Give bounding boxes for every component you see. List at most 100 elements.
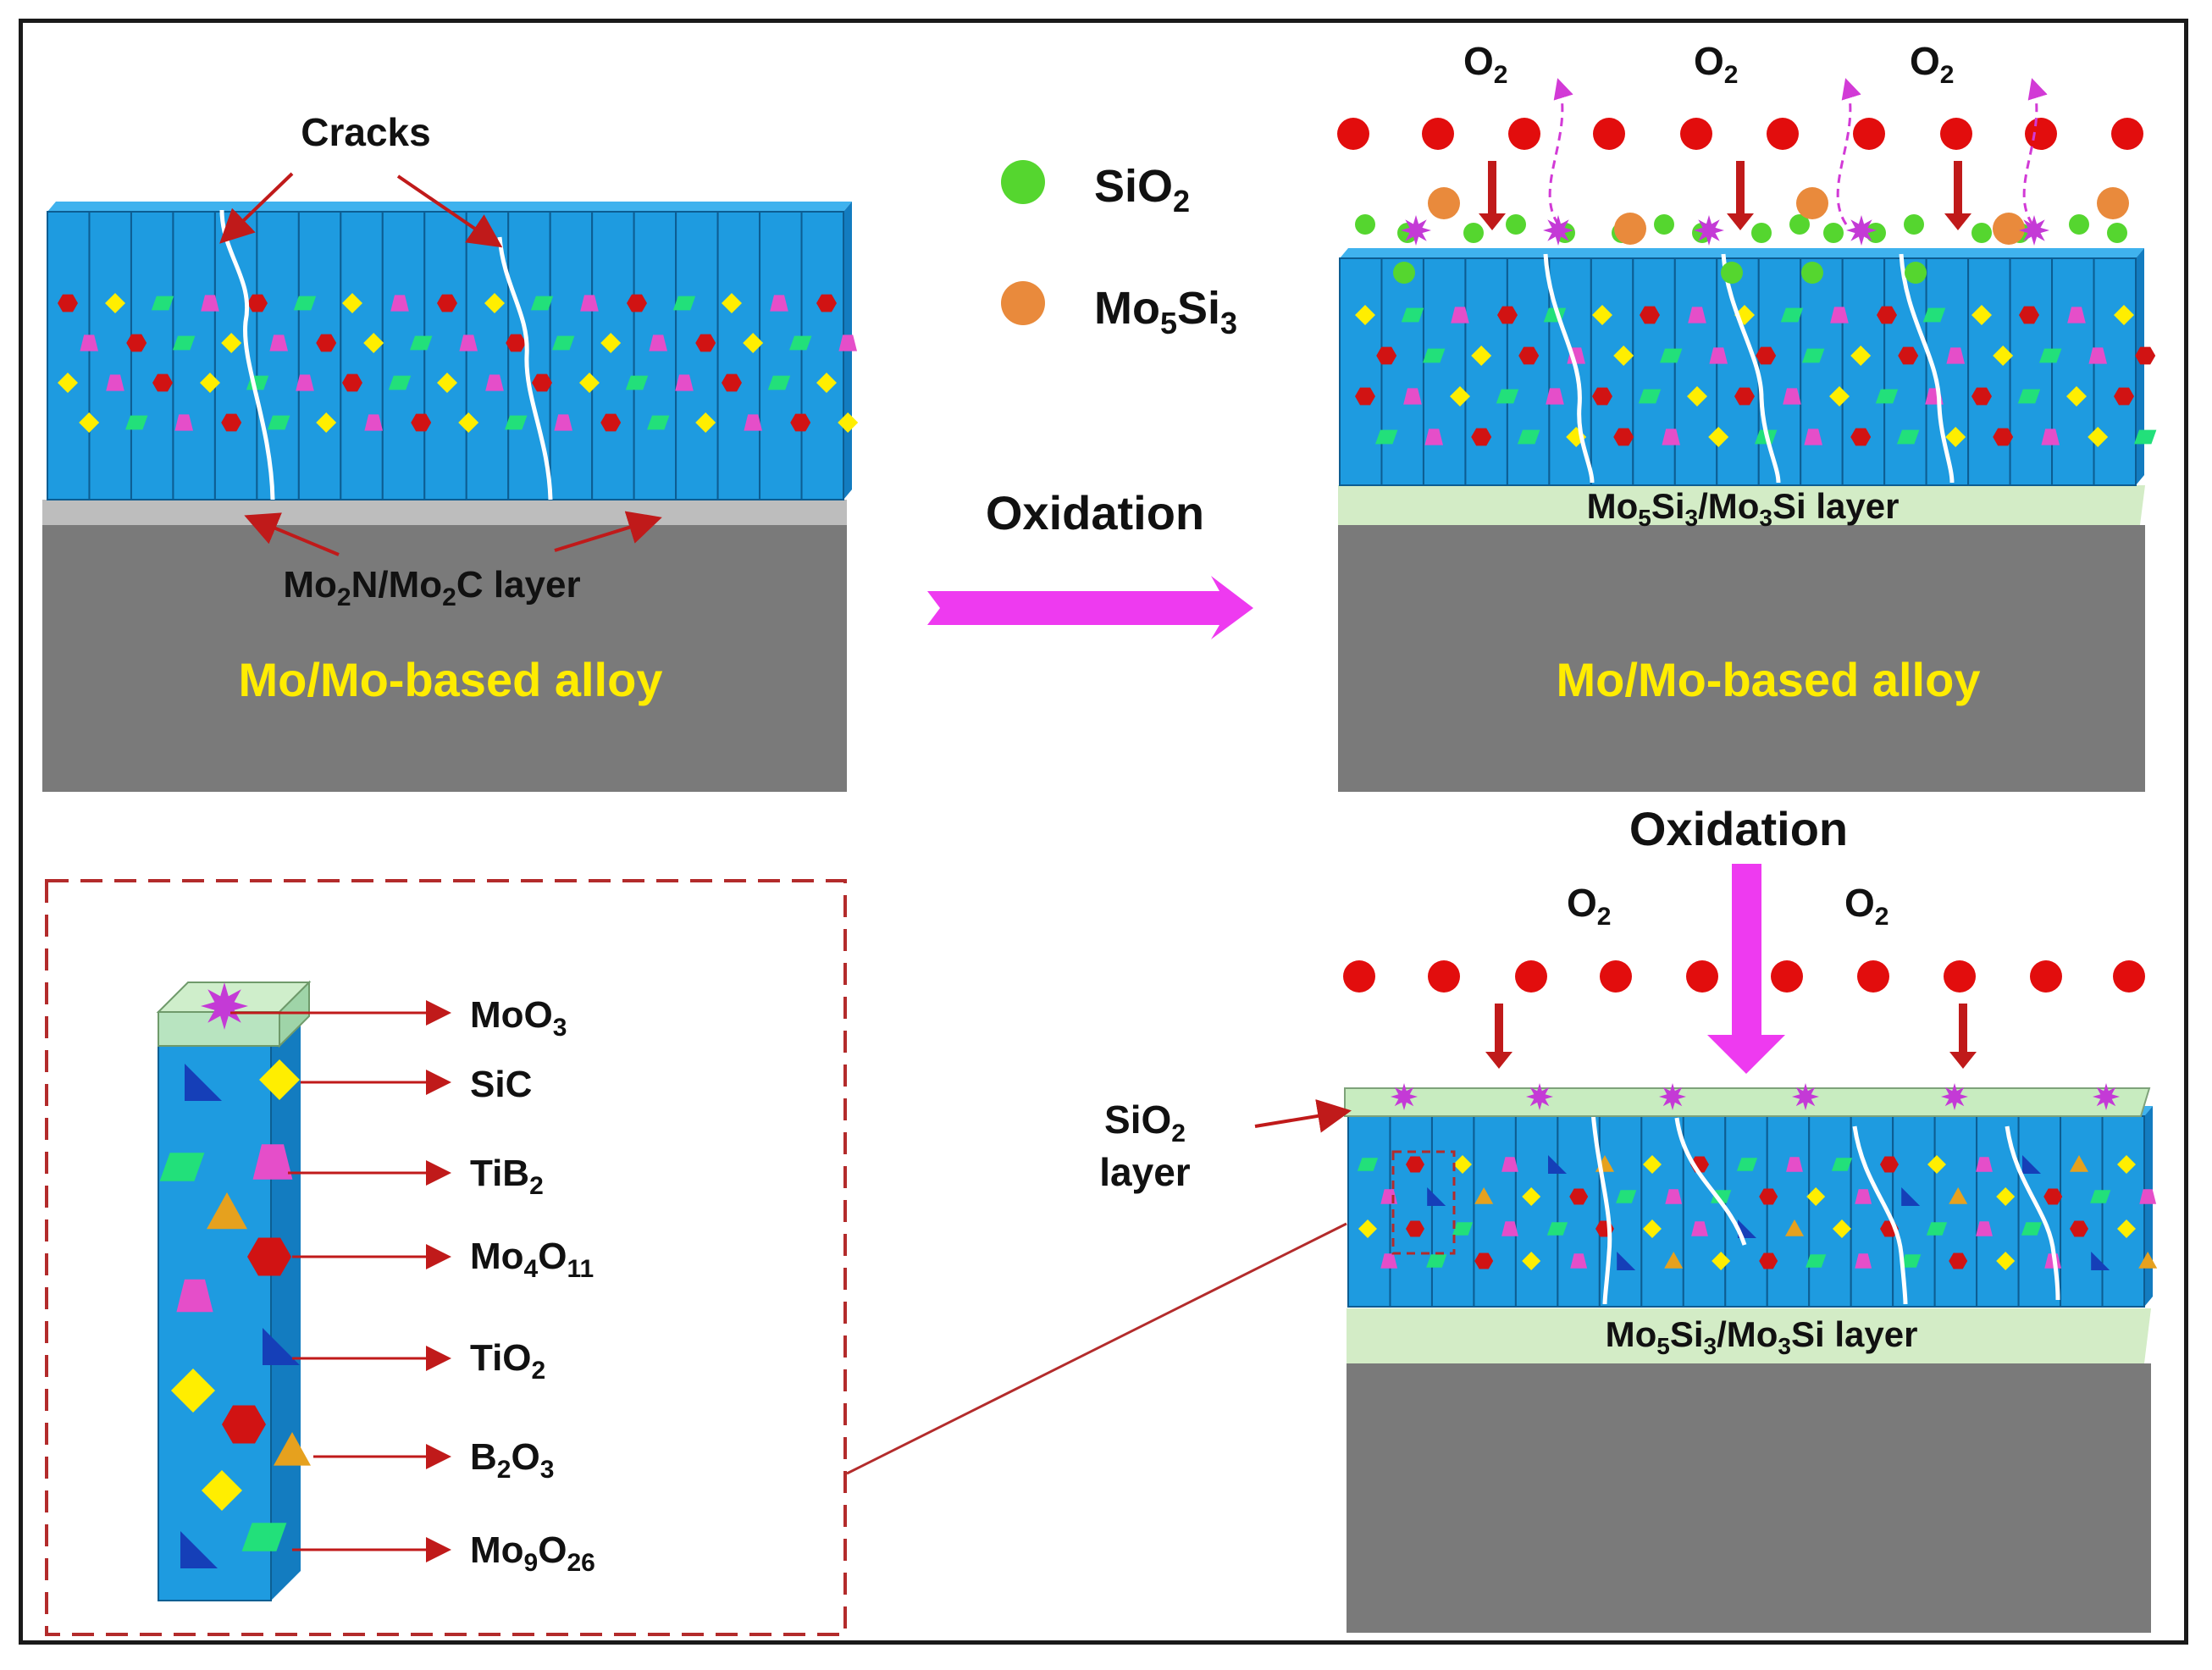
sic-marker: [1833, 1219, 1851, 1238]
tib2-marker: [2041, 429, 2060, 445]
oxygen-inward-arrow-head: [1949, 1052, 1977, 1069]
mo4o11-marker: [1569, 1188, 1589, 1205]
interlayer-label: Mo2N/Mo2C layer: [283, 564, 580, 611]
mo4o11-marker: [506, 334, 527, 352]
mo9o26-marker: [410, 335, 433, 351]
coating-column: [1673, 257, 1718, 486]
mo4o11-marker: [722, 373, 742, 392]
coating-particles: [58, 293, 859, 433]
mo9o26-marker: [1496, 389, 1519, 404]
crack-line: [1590, 1100, 1612, 1305]
coating-column: [213, 211, 258, 500]
legend-mo5si3-label: Mo5Si3: [1094, 283, 1237, 340]
mo9o26-marker: [625, 375, 649, 390]
mo5si3-particle: [1614, 213, 1646, 245]
tib2-marker: [269, 335, 288, 351]
mo4o11-marker: [437, 294, 457, 312]
moo3-marker: [2019, 215, 2049, 246]
inset-label-mo4o11: Mo4O11: [470, 1236, 594, 1283]
coating-column: [1892, 1115, 1936, 1308]
crack-line: [2005, 1125, 2060, 1301]
mo9o26-marker: [2134, 429, 2157, 445]
coating-column: [633, 211, 677, 500]
oxygen-inward-arrow-head: [1485, 1052, 1512, 1069]
mo9o26-marker: [1806, 1254, 1827, 1268]
sio2-particle: [1971, 223, 1992, 243]
mo5si3-particle: [1993, 213, 2025, 245]
panel-oxidized-stage1: Mo5Si3/Mo3Si layer Mo/Mo-based alloy O2 …: [1337, 39, 2157, 792]
tib2-marker: [1786, 1157, 1803, 1172]
mo4o11-marker: [342, 373, 362, 392]
sic-marker: [1971, 305, 1992, 325]
coating-column: [549, 211, 594, 500]
substrate-label: Mo/Mo-based alloy: [239, 653, 663, 706]
sic-marker: [1592, 305, 1612, 325]
mo4o11-marker: [247, 294, 268, 312]
sic-marker: [342, 293, 362, 313]
crack-line: [219, 209, 275, 500]
oxygen-molecules: [1343, 960, 2145, 1069]
mo4o11-marker: [1406, 1220, 1424, 1237]
coating-column: [759, 211, 803, 500]
coating-columns: [1339, 248, 2144, 486]
sic-marker: [1708, 427, 1729, 447]
inset-phase-markers: [159, 982, 311, 1568]
tib2-marker: [2067, 307, 2086, 323]
coating-particles: [1357, 1155, 2158, 1270]
mo9o26-marker: [1638, 389, 1662, 404]
oxidation-arrow-shape: [1707, 864, 1785, 1074]
tib2-marker: [364, 414, 383, 431]
tib2-marker: [1976, 1157, 1993, 1172]
substrate-block: [42, 525, 847, 792]
mo9o26-marker: [125, 415, 148, 430]
oxygen-inward-arrow-head: [1944, 213, 1971, 230]
mo9o26-marker: [268, 415, 290, 430]
legend: SiO2 Mo5Si3: [1001, 160, 1237, 340]
mo4o11-marker: [1759, 1252, 1778, 1269]
coating-column: [2101, 1115, 2146, 1308]
mo9o26-marker: [293, 296, 317, 311]
sio2-particle: [1393, 262, 1415, 284]
tio2-marker: [2022, 1155, 2041, 1174]
coating-column: [1841, 257, 1886, 486]
oxygen-atom: [1767, 118, 1799, 150]
sic-marker: [722, 293, 742, 313]
mo9o26-marker: [151, 296, 174, 311]
tib2-marker: [649, 335, 667, 351]
oxygen-atom: [1337, 118, 1369, 150]
b2o3-marker: [2070, 1155, 2088, 1172]
coating-column: [1883, 257, 1927, 486]
mo2n-mo2c-interlayer: [42, 500, 847, 525]
mo4o11-marker: [2114, 387, 2134, 406]
sic-marker: [1450, 386, 1470, 406]
mo9o26-marker: [2039, 348, 2062, 363]
oxygen-atom: [1940, 118, 1972, 150]
sic-marker: [816, 373, 837, 393]
oxidation-arrow-vertical: Oxidation: [1629, 802, 1848, 1074]
mo4o11-marker: [1850, 428, 1872, 446]
mo4o11-marker: [1759, 1188, 1778, 1205]
oxygen-molecules: [1337, 78, 2143, 230]
inset-label-b2o3: B2O3: [470, 1436, 554, 1484]
mo4o11-marker: [1518, 346, 1540, 365]
legend-mo5si3-dot: [1001, 281, 1045, 325]
tib2-marker: [675, 374, 694, 391]
mo9o26-marker: [173, 335, 196, 351]
oxygen-atom: [1343, 960, 1375, 993]
tib2-marker: [2088, 347, 2107, 364]
coating-column: [1380, 257, 1424, 486]
mo5si3-mo3si-interlayer: [1338, 485, 2145, 525]
moo3-marker: [1941, 1083, 1968, 1110]
sic-marker: [1850, 346, 1872, 366]
mo9o26-marker: [672, 296, 696, 311]
interlayer-arrow: [554, 511, 662, 552]
sic-marker: [105, 293, 125, 313]
tib2-marker: [201, 295, 219, 312]
mo4o11-marker: [532, 373, 552, 392]
mo4o11-marker: [790, 413, 811, 432]
mo4o11-marker: [247, 1237, 291, 1276]
oxygen-atom: [1771, 960, 1803, 993]
legend-sio2-dot: [1001, 160, 1045, 204]
oxidation-arrow-shape: [927, 576, 1253, 639]
oxygen-atom: [2113, 960, 2145, 993]
